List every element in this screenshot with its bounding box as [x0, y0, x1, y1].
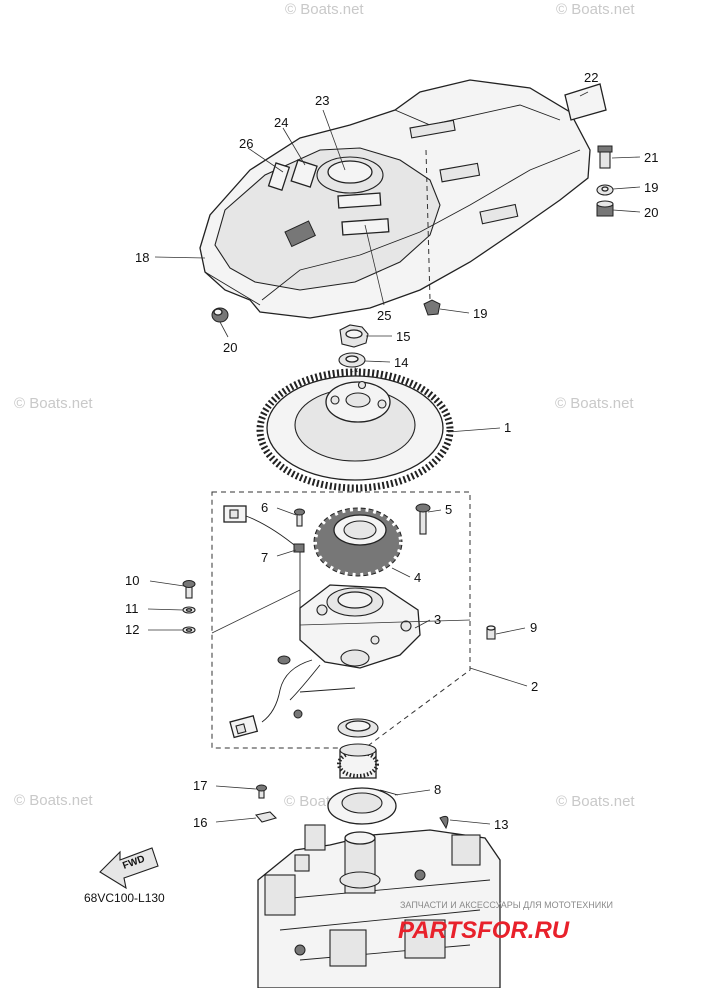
- brand-logo: ЗАПЧАСТИ И АКСЕССУАРЫ ДЛЯ МОТОТЕХНИКИ PA…: [398, 900, 613, 944]
- callout-19-upper: 19: [644, 180, 658, 195]
- callout-7: 7: [261, 550, 268, 565]
- callout-21: 20: [223, 340, 237, 355]
- callout-13: 13: [494, 817, 508, 832]
- watermark-text: © Boats.net: [556, 1, 635, 18]
- flywheel-nut-washer: [338, 324, 369, 368]
- watermark-text: © Boats.net: [555, 395, 634, 412]
- callout-3: 3: [434, 612, 441, 627]
- callout-17: 17: [193, 778, 207, 793]
- flywheel-cover: [199, 79, 607, 323]
- callout-24: 23: [315, 93, 329, 108]
- callout-22: 21: [644, 150, 658, 165]
- diagram-code: 68VC100-L130: [84, 891, 165, 905]
- callout-4: 4: [414, 570, 421, 585]
- watermark-text: © Boats.net: [14, 395, 93, 412]
- callout-25: 24: [274, 115, 288, 130]
- callout-labels: 22 23 24 26 18 21 19 20 19 25 20 15 14 1…: [125, 70, 658, 832]
- callout-2: 2: [531, 679, 538, 694]
- stator-base-plate: [229, 584, 421, 739]
- callout-1: 1: [504, 420, 511, 435]
- watermark-text: © Boats.net: [556, 793, 635, 810]
- callout-14: 14: [394, 355, 408, 370]
- power-head-block: [257, 824, 501, 988]
- fwd-arrow-icon: FWD: [99, 847, 159, 890]
- stator-screws: [294, 503, 431, 535]
- brand-name: PARTSFOR.RU: [398, 917, 570, 944]
- callout-10: 10: [125, 573, 139, 588]
- callout-20: 20: [644, 205, 658, 220]
- drive-pulley: [327, 718, 399, 825]
- callout-12: 12: [125, 622, 139, 637]
- cover-fasteners: [596, 145, 614, 217]
- callout-11: 11: [125, 601, 139, 616]
- callout-9: 9: [530, 620, 537, 635]
- misc-fasteners: [254, 784, 449, 830]
- callout-6: 6: [261, 500, 268, 515]
- callout-19-lower: 19: [473, 306, 487, 321]
- leader-lines: [147, 91, 641, 825]
- callout-8: 8: [434, 782, 441, 797]
- stator-coil: [223, 505, 405, 610]
- callout-27: 26: [239, 136, 253, 151]
- callout-18: 18: [135, 250, 149, 265]
- callout-5: 5: [445, 502, 452, 517]
- watermark-text: © Boats.net: [14, 792, 93, 809]
- callout-16: 16: [193, 815, 207, 830]
- callout-15: 15: [396, 329, 410, 344]
- callout-23: 22: [584, 70, 598, 85]
- callout-26: 25: [377, 308, 391, 323]
- flywheel-magneto: [256, 368, 454, 492]
- base-fasteners: [182, 580, 496, 640]
- brand-tagline: ЗАПЧАСТИ И АКСЕССУАРЫ ДЛЯ МОТОТЕХНИКИ: [400, 900, 613, 910]
- watermark-text: © Boats.net: [285, 1, 364, 18]
